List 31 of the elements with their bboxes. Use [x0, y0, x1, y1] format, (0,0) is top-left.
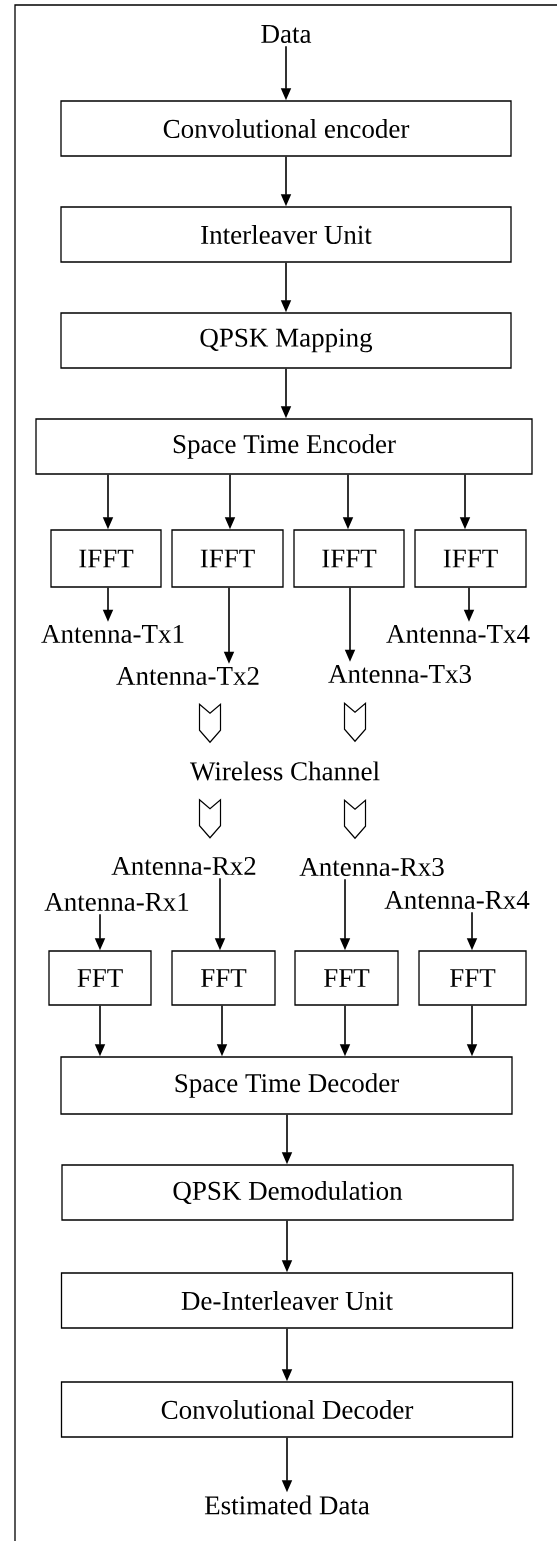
process-box: Convolutional Decoder	[60, 1381, 514, 1438]
process-box: Convolutional encoder	[60, 100, 512, 157]
process-box: IFFT	[171, 529, 284, 588]
process-box: IFFT	[293, 529, 405, 588]
process-box: FFT	[171, 950, 276, 1006]
process-box: FFT	[48, 950, 152, 1006]
input-label: Data	[261, 25, 312, 43]
process-box: IFFT	[414, 529, 527, 588]
antenna-label: Antenna-Rx1	[44, 892, 189, 912]
antenna-label: Antenna-Tx3	[328, 664, 471, 684]
process-box: FFT	[294, 950, 399, 1006]
antenna-label: Antenna-Tx2	[116, 666, 259, 686]
chevron-arrow	[343, 798, 367, 840]
process-box: QPSK Mapping	[60, 312, 512, 369]
process-box: Space Time Decoder	[60, 1056, 513, 1115]
chevron-arrow	[198, 798, 222, 839]
channel-label: Wireless Channel	[190, 761, 380, 781]
antenna-label: Antenna-Tx1	[41, 624, 184, 644]
process-box: Interleaver Unit	[60, 206, 512, 263]
process-box: Space Time Encoder	[35, 418, 533, 475]
chevron-arrow	[198, 702, 222, 744]
antenna-label: Antenna-Rx4	[384, 890, 530, 910]
process-box: De-Interleaver Unit	[60, 1272, 514, 1329]
antenna-label: Antenna-Rx3	[299, 857, 444, 877]
antenna-label: Antenna-Tx4	[386, 624, 530, 644]
output-label: Estimated Data	[204, 1495, 370, 1515]
process-box: FFT	[418, 950, 527, 1006]
antenna-label: Antenna-Rx2	[111, 856, 256, 876]
process-box: IFFT	[50, 529, 162, 588]
process-box: QPSK Demodulation	[61, 1164, 514, 1221]
chevron-arrow	[343, 701, 367, 743]
